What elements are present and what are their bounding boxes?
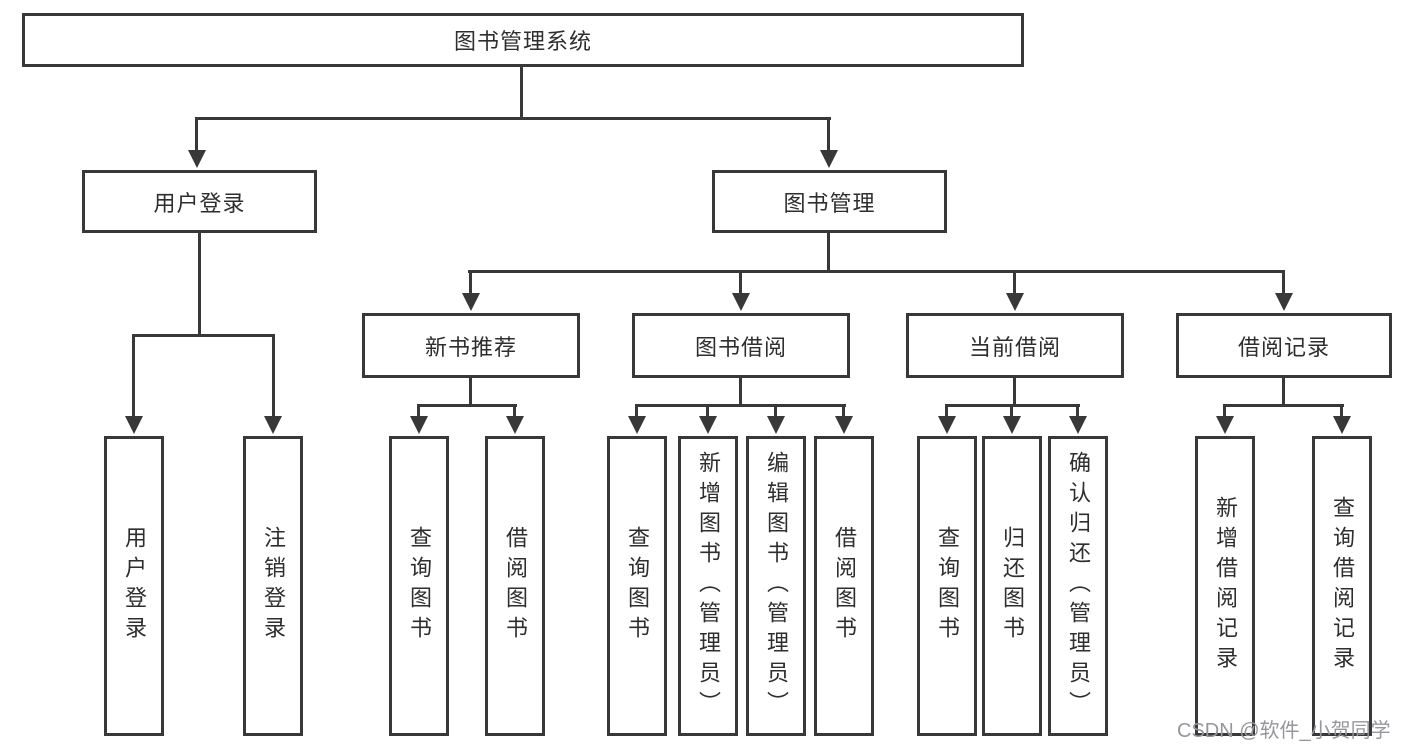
node-user-login: 用户登录 xyxy=(82,170,317,233)
connector-line xyxy=(827,117,830,153)
connector-line xyxy=(635,404,638,418)
connector-line xyxy=(520,67,523,119)
arrow-down-icon xyxy=(1216,416,1234,434)
leaf-current-query-book-label: 查询图书 xyxy=(935,526,960,646)
connector-line xyxy=(842,404,845,418)
arrow-down-icon xyxy=(938,416,956,434)
leaf-current-confirm-return-admin-label: 确认归还（管理员） xyxy=(1066,451,1091,721)
arrow-down-icon xyxy=(264,416,282,434)
connector-line xyxy=(469,270,472,295)
node-book-management: 图书管理 xyxy=(712,170,947,233)
connector-line xyxy=(1340,404,1343,418)
leaf-borrow-query-book-label: 查询图书 xyxy=(625,526,650,646)
arrow-down-icon xyxy=(628,416,646,434)
leaf-recommend-query-book: 查询图书 xyxy=(389,436,449,736)
connector-line xyxy=(945,404,948,418)
arrow-down-icon xyxy=(188,150,206,168)
arrow-down-icon xyxy=(125,416,143,434)
connector-line xyxy=(706,404,709,418)
arrow-down-icon xyxy=(767,416,785,434)
connector-line xyxy=(468,270,1285,273)
connector-line xyxy=(1013,378,1016,407)
connector-line xyxy=(417,404,517,407)
connector-line xyxy=(132,334,275,337)
connector-line xyxy=(417,404,420,418)
connector-line xyxy=(1010,404,1013,418)
leaf-user-login: 用户登录 xyxy=(104,436,164,736)
connector-line xyxy=(739,270,742,295)
leaf-borrow-borrow-book-label: 借阅图书 xyxy=(832,526,857,646)
connector-line xyxy=(132,334,135,418)
connector-line xyxy=(198,233,201,336)
node-root-label: 图书管理系统 xyxy=(453,29,592,54)
arrow-down-icon xyxy=(820,150,838,168)
leaf-borrow-edit-book-admin: 编辑图书（管理员） xyxy=(746,436,806,736)
leaf-recommend-query-book-label: 查询图书 xyxy=(407,526,432,646)
leaf-current-return-book: 归还图书 xyxy=(982,436,1042,736)
arrow-down-icon xyxy=(462,293,480,311)
leaf-borrow-add-book-admin: 新增图书（管理员） xyxy=(678,436,738,736)
leaf-borrow-add-book-admin-label: 新增图书（管理员） xyxy=(696,451,721,721)
arrow-down-icon xyxy=(732,293,750,311)
connector-line xyxy=(739,378,742,407)
connector-line xyxy=(635,404,846,407)
leaf-borrow-borrow-book: 借阅图书 xyxy=(814,436,874,736)
leaf-borrow-edit-book-admin-label: 编辑图书（管理员） xyxy=(764,451,789,721)
arrow-down-icon xyxy=(410,416,428,434)
node-book-borrow: 图书借阅 xyxy=(632,313,850,378)
leaf-record-add: 新增借阅记录 xyxy=(1195,436,1255,736)
connector-line xyxy=(195,117,198,153)
arrow-down-icon xyxy=(1006,293,1024,311)
node-borrow-record-label: 借阅记录 xyxy=(1237,334,1330,360)
leaf-borrow-query-book: 查询图书 xyxy=(607,436,667,736)
node-root: 图书管理系统 xyxy=(22,13,1024,67)
leaf-record-add-label: 新增借阅记录 xyxy=(1213,496,1238,676)
arrow-down-icon xyxy=(1069,416,1087,434)
leaf-recommend-borrow-book-label: 借阅图书 xyxy=(503,526,528,646)
node-new-book-recommend: 新书推荐 xyxy=(362,313,580,378)
connector-line xyxy=(1282,270,1285,295)
leaf-logout-label: 注销登录 xyxy=(261,526,286,646)
node-new-book-recommend-label: 新书推荐 xyxy=(424,334,517,360)
connector-line xyxy=(272,334,275,418)
connector-line xyxy=(1013,270,1016,295)
connector-line xyxy=(1282,378,1285,407)
node-book-borrow-label: 图书借阅 xyxy=(694,334,787,360)
node-user-login-label: 用户登录 xyxy=(153,190,246,216)
leaf-record-query: 查询借阅记录 xyxy=(1312,436,1372,736)
connector-line xyxy=(513,404,516,418)
connector-line xyxy=(827,233,830,273)
node-borrow-record: 借阅记录 xyxy=(1176,313,1392,378)
arrow-down-icon xyxy=(506,416,524,434)
leaf-recommend-borrow-book: 借阅图书 xyxy=(485,436,545,736)
connector-line xyxy=(195,117,831,120)
connector-line xyxy=(1223,404,1226,418)
leaf-current-query-book: 查询图书 xyxy=(917,436,977,736)
connector-line xyxy=(469,378,472,407)
arrow-down-icon xyxy=(835,416,853,434)
leaf-logout: 注销登录 xyxy=(243,436,303,736)
arrow-down-icon xyxy=(1333,416,1351,434)
arrow-down-icon xyxy=(699,416,717,434)
leaf-user-login-label: 用户登录 xyxy=(122,526,147,646)
connector-line xyxy=(1223,404,1344,407)
leaf-current-return-book-label: 归还图书 xyxy=(1000,526,1025,646)
csdn-watermark: CSDN @软件_小贺同学 xyxy=(1177,720,1391,742)
leaf-record-query-label: 查询借阅记录 xyxy=(1330,496,1355,676)
arrow-down-icon xyxy=(1003,416,1021,434)
node-current-borrow: 当前借阅 xyxy=(906,313,1124,378)
leaf-current-confirm-return-admin: 确认归还（管理员） xyxy=(1048,436,1108,736)
arrow-down-icon xyxy=(1275,293,1293,311)
node-book-management-label: 图书管理 xyxy=(783,190,876,216)
node-current-borrow-label: 当前借阅 xyxy=(968,334,1061,360)
connector-line xyxy=(1076,404,1079,418)
connector-line xyxy=(774,404,777,418)
